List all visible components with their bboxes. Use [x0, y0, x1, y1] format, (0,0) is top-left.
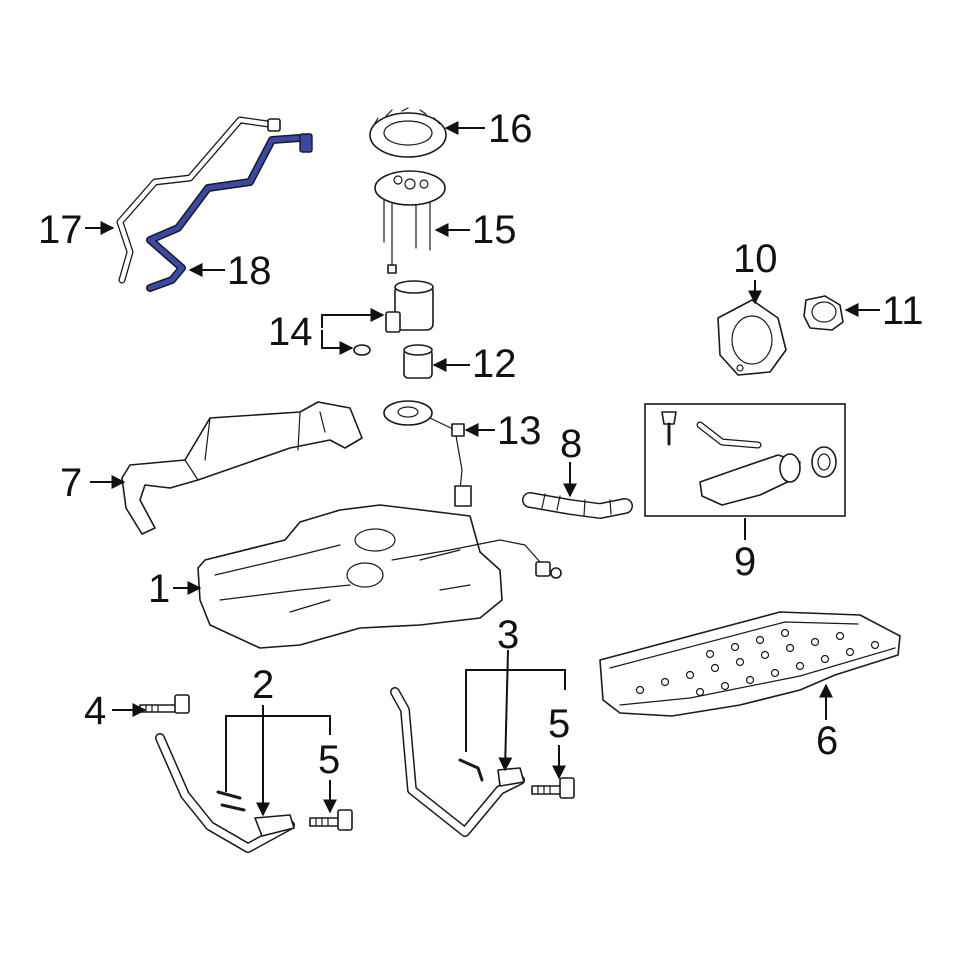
part-15-pump-bracket[interactable] [374, 170, 446, 274]
callout-3: 3 [497, 613, 519, 657]
part-4-bolt[interactable] [139, 694, 190, 714]
part-6-tank-protector[interactable] [599, 611, 901, 717]
part-16-lock-ring[interactable] [369, 107, 447, 158]
callout-9: 9 [734, 540, 756, 584]
part-2-tank-strap-left[interactable] [155, 733, 295, 853]
part-12-fuel-filter[interactable] [403, 344, 433, 379]
callout-15: 15 [472, 208, 517, 252]
part-17-vapor-line[interactable] [116, 116, 281, 284]
callout-2: 2 [252, 663, 274, 707]
part-11-fuel-cap[interactable] [803, 295, 844, 331]
callout-6: 6 [816, 719, 838, 763]
protector-holes [635, 628, 880, 697]
callout-1: 1 [148, 567, 170, 611]
callout-labels: 16 15 17 18 14 12 13 10 11 8 9 7 1 6 4 2… [38, 107, 924, 782]
part-18-fuel-line[interactable] [146, 133, 313, 292]
callout-12: 12 [472, 342, 517, 386]
part-5-bolt-right[interactable] [531, 777, 575, 799]
part-5-bolt-left[interactable] [309, 809, 353, 831]
callout-13: 13 [497, 409, 542, 453]
callout-14: 14 [268, 310, 313, 354]
part-3-tank-strap-right[interactable] [390, 687, 525, 837]
callout-8: 8 [560, 422, 582, 466]
callout-17: 17 [38, 208, 83, 252]
callout-5-left: 5 [318, 738, 340, 782]
part-13-level-sender[interactable] [383, 400, 472, 507]
part-8-filler-hose[interactable] [522, 492, 633, 519]
part-9-filler-pipe-kit[interactable] [644, 403, 846, 517]
callout-16: 16 [488, 107, 533, 151]
callout-10: 10 [733, 237, 778, 281]
callout-5-right: 5 [548, 702, 570, 746]
callout-18: 18 [227, 249, 272, 293]
part-7-heat-shield[interactable] [121, 401, 363, 535]
callout-11: 11 [882, 289, 924, 333]
part-14-fuel-pump[interactable] [353, 280, 434, 356]
leader-lines [85, 121, 880, 817]
fuel-line-connector [299, 133, 313, 153]
callout-4: 4 [84, 689, 106, 733]
part-10-filler-housing[interactable] [717, 299, 787, 376]
callout-7: 7 [60, 461, 82, 505]
part-1-fuel-tank[interactable] [197, 504, 562, 649]
